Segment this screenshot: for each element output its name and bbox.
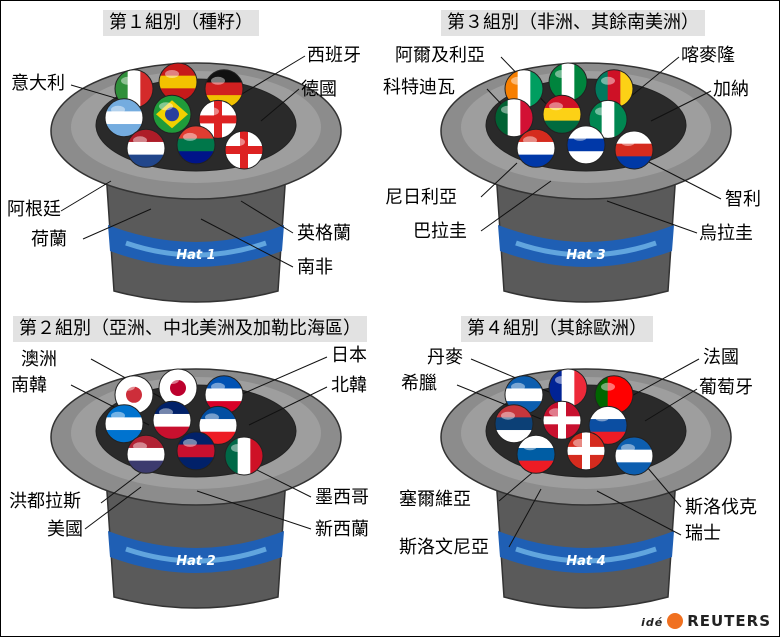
label-italy: 意大利 xyxy=(11,73,65,94)
label-slovakia: 斯洛伐克 xyxy=(685,497,757,518)
label-portugal: 葡萄牙 xyxy=(699,377,753,398)
flag-ball xyxy=(158,368,198,408)
flag-ball xyxy=(566,125,606,165)
flag-ball xyxy=(158,62,198,102)
flag-ball xyxy=(224,436,264,476)
group-1-title: 第１組別（種籽） xyxy=(103,10,259,36)
hat-label: Hat 3 xyxy=(566,248,605,263)
hat-2-illustration: Hat 2 xyxy=(50,356,342,609)
flag-ball xyxy=(126,128,166,168)
flag-ball xyxy=(548,368,588,408)
flag-ball xyxy=(516,434,556,474)
label-honduras: 洪都拉斯 xyxy=(9,491,81,512)
flag-ball xyxy=(152,400,192,440)
label-ivory-coast: 科特迪瓦 xyxy=(383,77,455,98)
group-3-title: 第３組別（非洲、其餘南美洲） xyxy=(441,10,705,36)
reuters-credit: idé REUTERS xyxy=(641,612,771,630)
label-serbia: 塞爾維亞 xyxy=(399,489,471,510)
credit-brand: REUTERS xyxy=(687,612,771,630)
group-3-panel: 第３組別（非洲、其餘南美洲） Hat 3 阿爾及利亞 科特迪瓦 喀麥隆 加納 尼… xyxy=(383,1,780,305)
flag-ball xyxy=(542,400,582,440)
flag-ball xyxy=(198,405,238,445)
flag-ball xyxy=(126,434,166,474)
flag-ball xyxy=(176,431,216,471)
label-nigeria: 尼日利亞 xyxy=(385,187,457,208)
flag-ball xyxy=(594,69,634,109)
group-2-panel: 第２組別（亞洲、中北美洲及加勒比海區） Hat 2 澳洲 南韓 日本 北韓 洪都… xyxy=(1,307,391,611)
flag-ball xyxy=(588,99,628,139)
group-1-panel: 第１組別（種籽） Hat 1 意大利 西班牙 德國 阿根廷 荷蘭 英格蘭 南非 xyxy=(1,1,391,305)
label-chile: 智利 xyxy=(725,189,761,210)
label-argentina: 阿根廷 xyxy=(7,199,61,220)
label-slovenia: 斯洛文尼亞 xyxy=(399,537,489,558)
hat-label: Hat 4 xyxy=(566,554,605,569)
label-germany: 德國 xyxy=(301,79,337,100)
group-2-title: 第２組別（亞洲、中北美洲及加勒比海區） xyxy=(13,316,367,342)
label-algeria: 阿爾及利亞 xyxy=(395,45,485,66)
label-switzerland: 瑞士 xyxy=(685,523,721,544)
flag-ball xyxy=(516,128,556,168)
hat-4-illustration: Hat 4 xyxy=(440,358,732,609)
hat-label: Hat 1 xyxy=(176,248,215,263)
hat-3-illustration: Hat 3 xyxy=(440,56,732,303)
label-denmark: 丹麥 xyxy=(427,347,463,368)
label-spain: 西班牙 xyxy=(307,45,361,66)
flag-ball xyxy=(614,436,654,476)
label-mexico: 墨西哥 xyxy=(315,487,369,508)
flag-ball xyxy=(548,62,588,102)
label-england: 英格蘭 xyxy=(297,223,351,244)
reuters-logo-icon xyxy=(667,613,684,629)
label-usa: 美國 xyxy=(47,519,83,540)
label-north-korea: 北韓 xyxy=(331,375,367,396)
flag-ball xyxy=(176,125,216,165)
flag-ball xyxy=(494,98,534,138)
flag-ball xyxy=(504,69,544,109)
flag-ball xyxy=(152,94,192,134)
label-netherlands: 荷蘭 xyxy=(31,229,67,250)
group-4-panel: 第４組別（其餘歐洲） Hat 4 丹麥 希臘 法國 葡萄牙 塞爾維亞 斯洛文尼亞… xyxy=(391,307,780,611)
hat-1-illustration: Hat 1 xyxy=(50,55,342,303)
label-south-korea: 南韓 xyxy=(11,375,47,396)
label-cameroon: 喀麥隆 xyxy=(681,45,735,66)
label-greece: 希臘 xyxy=(401,373,437,394)
flag-ball xyxy=(542,94,582,134)
label-france: 法國 xyxy=(703,347,739,368)
label-australia: 澳洲 xyxy=(21,349,57,370)
credit-prefix: idé xyxy=(641,616,664,629)
label-south-africa: 南非 xyxy=(297,257,333,278)
label-uruguay: 烏拉圭 xyxy=(699,223,753,244)
label-japan: 日本 xyxy=(331,345,367,366)
label-paraguay: 巴拉圭 xyxy=(413,221,467,242)
label-ghana: 加納 xyxy=(713,79,749,100)
flag-ball xyxy=(198,99,238,139)
label-new-zealand: 新西蘭 xyxy=(315,519,369,540)
flag-ball xyxy=(224,130,264,170)
flag-ball xyxy=(494,404,534,444)
flag-ball xyxy=(566,431,606,471)
group-4-title: 第４組別（其餘歐洲） xyxy=(461,316,653,342)
flag-ball xyxy=(588,405,628,445)
flag-ball xyxy=(614,130,654,170)
hat-label: Hat 2 xyxy=(176,554,215,569)
flag-ball xyxy=(594,375,634,415)
